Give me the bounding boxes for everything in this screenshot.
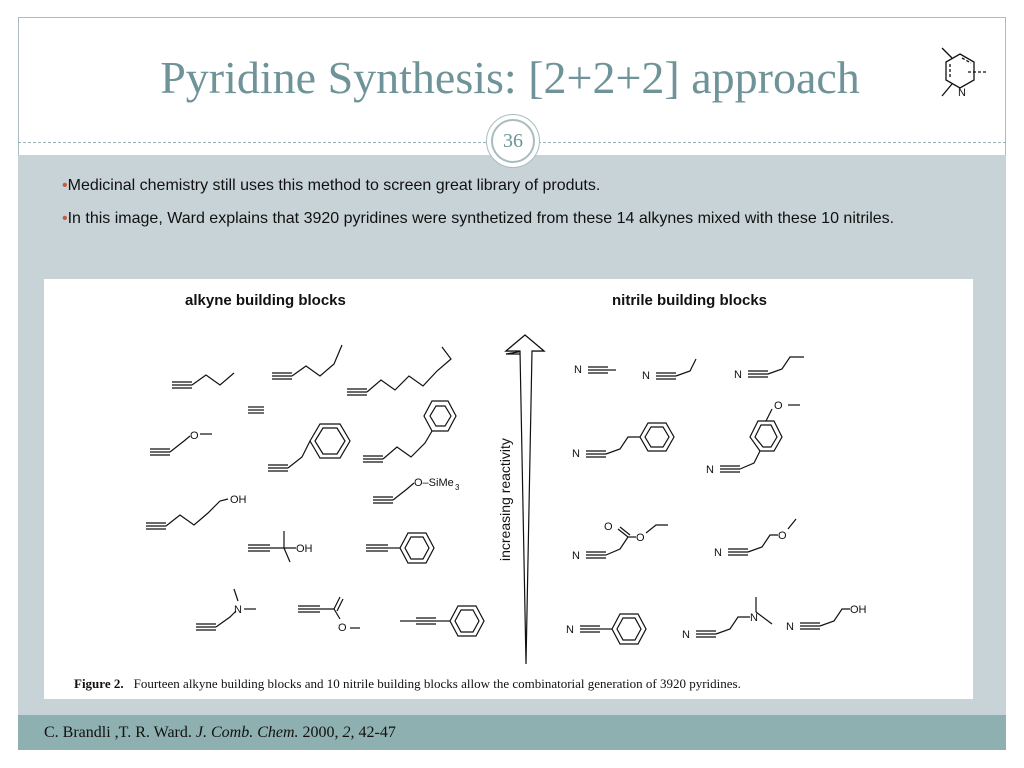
atom-label: 3 bbox=[455, 483, 460, 492]
bullet-text: In this image, Ward explains that 3920 p… bbox=[67, 210, 895, 227]
atom-label: OH bbox=[296, 543, 313, 555]
caption-label: Figure 2. bbox=[74, 676, 124, 691]
bullet-list: •Medicinal chemistry still uses this met… bbox=[62, 174, 922, 240]
atom-label: OH bbox=[230, 494, 247, 506]
svg-text:N: N bbox=[958, 87, 966, 99]
citation: C. Brandli ,T. R. Ward. J. Comb. Chem. 2… bbox=[44, 724, 396, 742]
atom-label: O–SiMe bbox=[414, 477, 454, 489]
atom-label: N bbox=[566, 624, 574, 636]
bullet-dot-icon: • bbox=[62, 177, 68, 194]
slide-number: 36 bbox=[491, 119, 535, 163]
bullet-item: •In this image, Ward explains that 3920 … bbox=[62, 207, 922, 230]
atom-label: O bbox=[190, 430, 199, 442]
citation-pages: 42-47 bbox=[354, 724, 396, 741]
bullet-item: •Medicinal chemistry still uses this met… bbox=[62, 174, 922, 197]
atom-label: O bbox=[604, 521, 613, 533]
atom-label: N bbox=[734, 369, 742, 381]
citation-year: 2000, bbox=[298, 724, 343, 741]
figure-caption: Figure 2. Fourteen alkyne building blocks… bbox=[74, 676, 741, 692]
bullet-text: Medicinal chemistry still uses this meth… bbox=[67, 177, 601, 194]
atom-label: N bbox=[234, 604, 242, 616]
atom-label: N bbox=[786, 621, 794, 633]
atom-label: N bbox=[572, 550, 580, 562]
slide-title: Pyridine Synthesis: [2+2+2] approach bbox=[160, 52, 860, 103]
bullet-dot-icon: • bbox=[62, 210, 68, 227]
atom-label: N bbox=[682, 629, 690, 641]
nitrile-heading: nitrile building blocks bbox=[612, 292, 768, 309]
figure-panel: alkyne building blocks nitrile building … bbox=[44, 279, 973, 699]
atom-label: N bbox=[572, 448, 580, 460]
alkyne-heading: alkyne building blocks bbox=[185, 292, 346, 309]
atom-label: O bbox=[778, 530, 787, 542]
atom-label: N bbox=[574, 364, 582, 376]
citation-volume: 2, bbox=[342, 724, 355, 741]
reactivity-label: increasing reactivity bbox=[497, 438, 513, 561]
alkyne-1 bbox=[172, 372, 235, 389]
pyridine-logo-icon: N bbox=[941, 47, 988, 99]
atom-label: N bbox=[750, 612, 758, 624]
citation-authors: C. Brandli ,T. R. Ward. bbox=[44, 724, 196, 741]
structures-drawing: O O–SiMe 3 OH OH N O N N N N N O N O O N… bbox=[146, 334, 867, 665]
atom-label: O bbox=[636, 532, 645, 544]
atom-label: N bbox=[714, 547, 722, 559]
slide-number-badge: 36 bbox=[486, 114, 540, 168]
atom-label: N bbox=[706, 464, 714, 476]
atom-label: N bbox=[642, 370, 650, 382]
caption-text: Fourteen alkyne building blocks and 10 n… bbox=[133, 676, 741, 691]
atom-label: O bbox=[774, 400, 783, 412]
atom-label: OH bbox=[850, 604, 867, 616]
atom-label: O bbox=[338, 622, 347, 634]
citation-journal: J. Comb. Chem. bbox=[195, 724, 299, 741]
footer-bar: C. Brandli ,T. R. Ward. J. Comb. Chem. 2… bbox=[18, 715, 1006, 750]
